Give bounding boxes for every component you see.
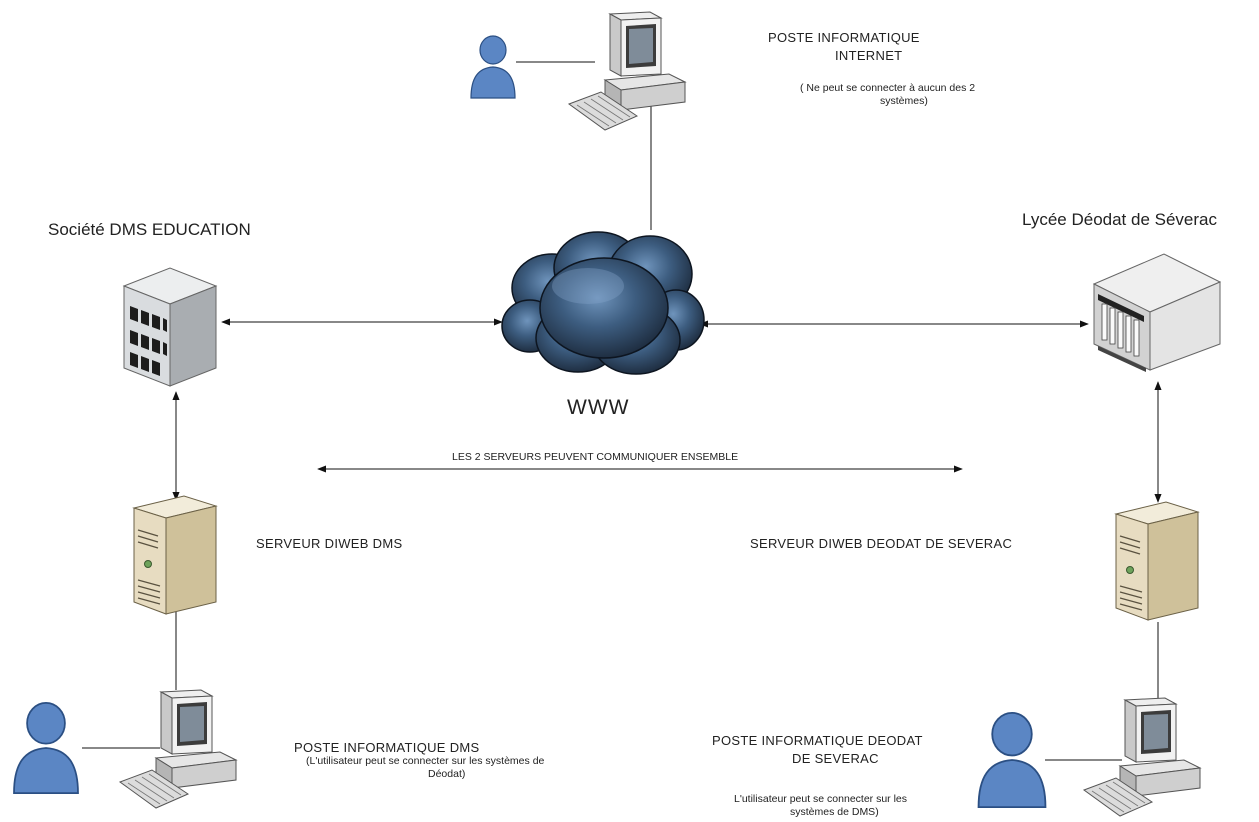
deodat-station-note-line1: L'utilisateur peut se connecter sur les: [734, 793, 908, 805]
lycee-title: Lycée Déodat de Séverac: [1022, 210, 1217, 229]
internet-station-title-line2: INTERNET: [835, 48, 903, 63]
user-icon: [13, 702, 79, 794]
servers-link-label: LES 2 SERVEURS PEUVENT COMMUNIQUER ENSEM…: [452, 451, 739, 463]
workstation-icon: [118, 689, 238, 809]
dms-company-title: Société DMS EDUCATION: [48, 220, 251, 239]
server-icon: [1114, 501, 1200, 621]
office-building-icon: [122, 267, 218, 387]
dms-server-title: SERVEUR DIWEB DMS: [256, 536, 403, 551]
dms-station-note-line2: Déodat): [428, 768, 466, 780]
cloud-title: WWW: [567, 396, 630, 419]
deodat-station-title-line1: POSTE INFORMATIQUE DEODAT: [712, 733, 923, 748]
internet-station-title-line1: POSTE INFORMATIQUE: [768, 30, 920, 45]
user-icon: [977, 711, 1047, 809]
dms-station-title: POSTE INFORMATIQUE DMS: [294, 740, 480, 755]
deodat-server-title: SERVEUR DIWEB DEODAT DE SEVERAC: [750, 536, 1013, 551]
user-icon: [470, 35, 516, 99]
internet-station-note-line2: systèmes): [880, 95, 928, 107]
cloud-icon: [501, 231, 705, 375]
deodat-station-note-line2: systèmes de DMS): [790, 806, 879, 818]
server-icon: [132, 495, 218, 615]
deodat-station-title-line2: DE SEVERAC: [792, 751, 879, 766]
dms-station-note-line1: (L'utilisateur peut se connecter sur les…: [306, 755, 545, 767]
workstation-icon: [567, 11, 687, 131]
school-building-icon: [1092, 253, 1222, 372]
internet-station-note-line1: ( Ne peut se connecter à aucun des 2: [800, 82, 976, 94]
workstation-icon: [1082, 697, 1202, 817]
